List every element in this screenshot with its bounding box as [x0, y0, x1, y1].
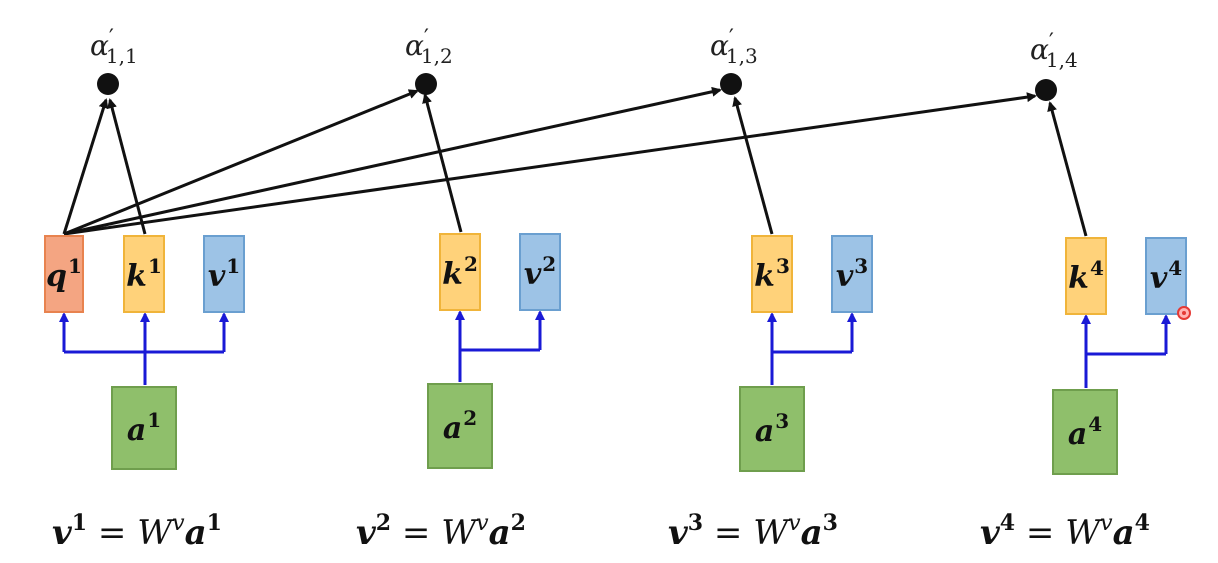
key-box-1: k1: [123, 235, 165, 313]
alpha-node-1: [97, 73, 119, 95]
key-box-2: k2: [439, 233, 481, 311]
input-label-4: a4: [1067, 412, 1103, 452]
value-equation-3: v3 = Wva3: [668, 510, 838, 553]
value-label-3: v3: [835, 254, 869, 294]
value-label-4: v4: [1149, 256, 1183, 296]
value-equation-4: v4 = Wva4: [980, 510, 1150, 553]
arrow-k3-alpha13: [732, 96, 774, 235]
input-label-2: a2: [442, 406, 478, 446]
key-label-2: k2: [442, 252, 478, 292]
alpha-label-3: α′1,3: [710, 26, 758, 68]
input-connectors-3: [767, 312, 857, 385]
input-connectors-2: [455, 310, 545, 382]
arrow-k2-alpha12: [422, 93, 463, 233]
alpha-label-1: α′1,1: [90, 26, 138, 68]
input-label-1: a1: [126, 408, 162, 448]
arrow-q1-alpha12: [63, 89, 419, 236]
value-box-1: v1: [203, 235, 245, 313]
value-label-1: v1: [207, 254, 241, 294]
key-label-1: k1: [126, 254, 162, 294]
value-label-2: v2: [523, 252, 557, 292]
alpha-node-3: [720, 73, 742, 95]
input-label-3: a3: [754, 409, 790, 449]
alpha-node-2: [415, 73, 437, 95]
value-equation-1: v1 = Wva1: [52, 510, 222, 553]
key-box-3: k3: [751, 235, 793, 313]
value-equation-2: v2 = Wva2: [356, 510, 526, 553]
arrow-q1-alpha11: [62, 98, 109, 235]
query-label-1: q1: [46, 254, 82, 294]
arrow-k4-alpha14: [1047, 101, 1088, 237]
input-box-2: a2: [427, 383, 493, 469]
query-box-1: q1: [44, 235, 84, 313]
key-box-4: k4: [1065, 237, 1107, 315]
laser-pointer-icon: [1177, 306, 1191, 320]
arrow-q1-alpha13: [63, 86, 722, 236]
arrow-k1-alpha11: [107, 98, 147, 235]
input-connectors-1: [59, 312, 229, 385]
alpha-label-2: α′1,2: [405, 26, 453, 68]
value-box-4: v4: [1145, 237, 1187, 315]
key-label-4: k4: [1068, 256, 1104, 296]
input-connectors-4: [1081, 314, 1171, 388]
alpha-node-4: [1035, 79, 1057, 101]
input-box-4: a4: [1052, 389, 1118, 475]
key-label-3: k3: [754, 254, 790, 294]
input-box-3: a3: [739, 386, 805, 472]
value-box-3: v3: [831, 235, 873, 313]
input-box-1: a1: [111, 386, 177, 470]
value-box-2: v2: [519, 233, 561, 311]
arrow-q1-alpha14: [63, 92, 1037, 236]
alpha-label-4: α′1,4: [1030, 30, 1078, 72]
